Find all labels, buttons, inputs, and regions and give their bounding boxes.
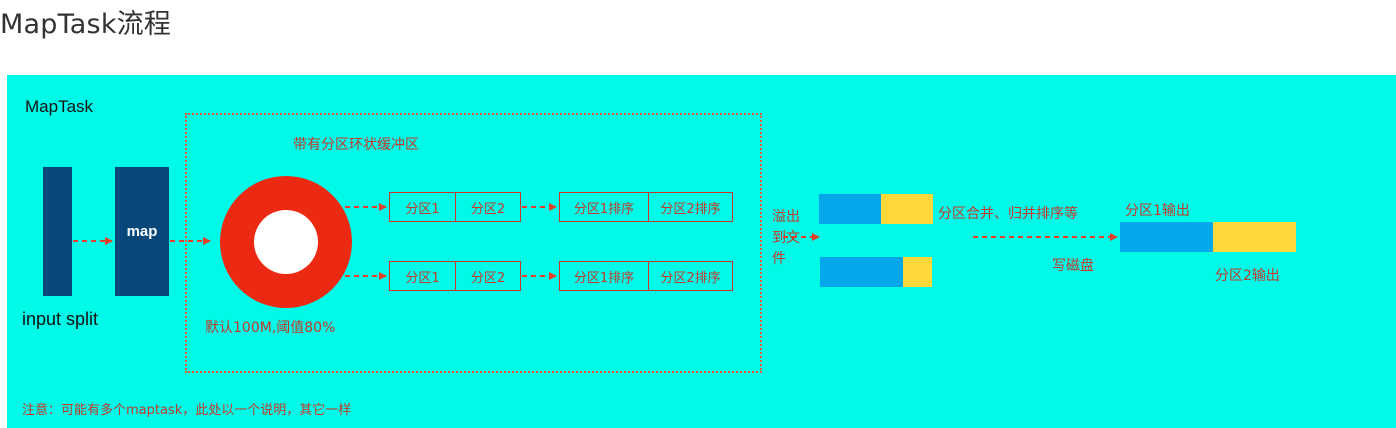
output-file-partition2 <box>1213 222 1296 252</box>
output-partition2-label: 分区2输出 <box>1215 268 1280 284</box>
output-partition1-label: 分区1输出 <box>1125 203 1190 219</box>
ring-buffer-hole <box>254 210 318 274</box>
maptask-diagram: MapTask input split map 带有分区环状缓冲区 默认100M… <box>7 75 1396 428</box>
map-label: map <box>126 223 158 240</box>
partition-cell-bottom-2: 分区2 <box>455 261 521 291</box>
merge-label: 分区合并、归并排序等 <box>938 206 1078 222</box>
ring-caption: 默认100M,阈值80% <box>205 320 336 336</box>
buffer-region <box>185 113 762 373</box>
buffer-label: 带有分区环状缓冲区 <box>293 137 419 153</box>
note-text: 注意：可能有多个maptask，此处以一个说明，其它一样 <box>22 403 352 418</box>
arrows-layer <box>73 203 1118 280</box>
spill-file-2-partition1 <box>820 257 903 287</box>
sorted-partition-cell-bottom-2: 分区2排序 <box>648 261 733 291</box>
input-split-block <box>43 167 72 296</box>
partition-cell-top-2: 分区2 <box>455 192 521 222</box>
maptask-label: MapTask <box>25 97 94 116</box>
write-disk-label: 写磁盘 <box>1052 258 1094 274</box>
page-title: MapTask流程 <box>0 9 172 40</box>
spill-file-2-partition2 <box>903 257 932 287</box>
spill-file-1-partition2 <box>881 194 933 224</box>
output-file-partition1 <box>1120 222 1213 252</box>
spill-file-1-partition1 <box>819 194 881 224</box>
input-split-label: input split <box>22 309 99 329</box>
sorted-partition-cell-top-2: 分区2排序 <box>648 192 733 222</box>
map-block <box>115 167 169 296</box>
